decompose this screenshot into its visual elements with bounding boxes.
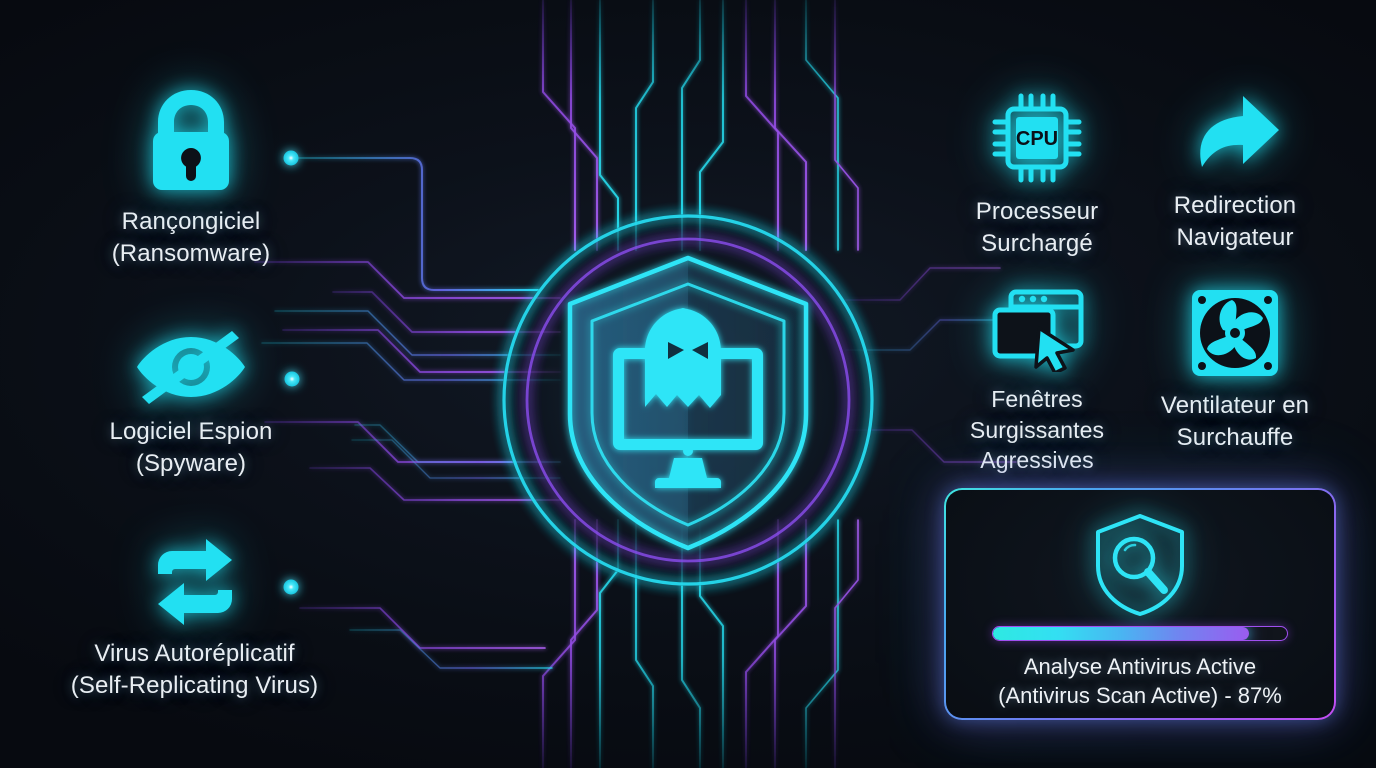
threat-item-ransomware[interactable]: Rançongiciel (Ransomware) [36, 86, 346, 270]
cpu-chip-icon: CPU [991, 92, 1083, 184]
scan-status-caption: Analyse Antivirus Active (Antivirus Scan… [998, 654, 1282, 708]
redirect-arrow-icon [1189, 92, 1281, 178]
shield-magnifier-icon [1092, 512, 1188, 616]
symptom-label: Fenêtres Surgissantes Agressives [969, 386, 1105, 474]
lock-icon [141, 86, 241, 194]
symptom-item-overheating-fan[interactable]: Ventilateur en Surchauffe [1140, 288, 1330, 454]
connector-nodes [283, 150, 300, 595]
symptom-label: Ventilateur en Surchauffe [1160, 392, 1310, 451]
threat-item-self-replicating-virus[interactable]: Virus Autoréplicatif (Self-Replicating V… [22, 538, 367, 702]
symptom-item-aggressive-popups[interactable]: Fenêtres Surgissantes Agressives [944, 288, 1130, 476]
scan-progress-fill [993, 627, 1249, 640]
symptom-label: Redirection Navigateur [1173, 192, 1297, 251]
popup-window-cursor-icon [989, 288, 1085, 372]
symptom-item-browser-redirect[interactable]: Redirection Navigateur [1140, 92, 1330, 254]
cooling-fan-icon [1190, 288, 1280, 378]
cpu-chip-label: CPU [1016, 128, 1058, 150]
symptom-item-cpu[interactable]: CPU Processeur Surchargé [944, 92, 1130, 260]
threat-label: Rançongiciel (Ransomware) [111, 208, 271, 267]
central-shield-emblem [488, 200, 888, 600]
eye-slash-icon [135, 330, 247, 404]
threat-label: Logiciel Espion (Spyware) [109, 418, 273, 477]
threat-label: Virus Autoréplicatif (Self-Replicating V… [70, 640, 319, 699]
scan-progress-bar[interactable] [992, 626, 1288, 641]
repeat-arrows-icon [142, 538, 248, 626]
symptom-label: Processeur Surchargé [975, 198, 1099, 257]
threat-item-spyware[interactable]: Logiciel Espion (Spyware) [36, 330, 346, 480]
antivirus-scan-panel[interactable]: Analyse Antivirus Active (Antivirus Scan… [944, 488, 1336, 720]
